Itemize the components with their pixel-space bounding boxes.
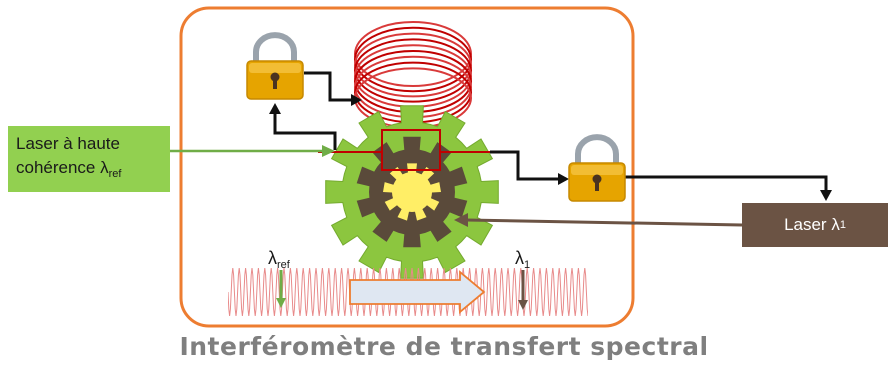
gear-icon [325,105,499,279]
arrow-right-icon [349,270,486,314]
spectrum-ref-label: λref [268,248,291,271]
reference-laser-line2: cohérence λref [16,158,122,180]
laser1-beam-arrowhead [454,213,468,227]
lock2-to-laser1-arrowhead [820,190,832,201]
gear-to-lock1-path [273,112,337,150]
ref-marker-arrowhead [276,298,286,308]
lock2-to-laser1-path [624,175,828,192]
fiber-loop-lower [381,152,441,171]
spectrum-lambda1-label: λ1 [515,248,530,271]
interference-wave [228,267,588,317]
gear-to-lock2-path [490,150,560,181]
lambda1-marker-arrowhead [518,300,528,310]
diagram-caption: Interféromètre de transfert spectral [179,332,709,361]
padlock-icon [246,32,304,100]
lock1-to-coil-arrowhead [351,94,362,106]
fiber-loop [318,129,490,153]
lock1-to-coil-path [304,71,353,102]
gear-to-lock2-arrowhead [558,173,569,185]
reference-laser-label: Laser à haute cohérence λref [8,126,170,192]
gear-to-lock1-arrowhead [269,103,281,114]
reference-beam-arrowhead [322,145,335,157]
laser1-beam [465,218,743,227]
padlock-icon [568,134,626,202]
reference-laser-line1: Laser à haute [16,134,120,153]
